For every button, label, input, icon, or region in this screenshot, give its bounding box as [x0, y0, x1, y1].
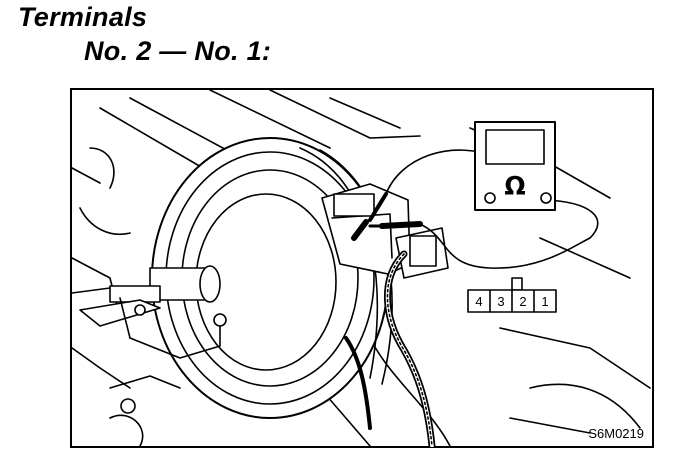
connector-pin-label-4: 4 [475, 294, 482, 309]
connector-pin-label-2: 2 [519, 294, 526, 309]
heading-terminals: Terminals [18, 2, 148, 32]
switch-connector [395, 227, 449, 279]
heading-terminal-pair: No. 2 — No. 1: [84, 36, 272, 66]
connector-pin-label-1: 1 [541, 294, 548, 309]
figure-code: S6M0219 [588, 426, 644, 441]
connector-pin-label-3: 3 [497, 294, 504, 309]
diagram-svg: Ω 4 3 2 1 S6M0219 [70, 88, 654, 448]
ohmmeter [474, 121, 556, 211]
figure-frame: Ω 4 3 2 1 S6M0219 [70, 88, 654, 448]
tester-lead-2 [419, 199, 599, 269]
master-cylinder [71, 265, 227, 414]
wiring-harness [344, 250, 436, 447]
brake-switch-body [321, 183, 411, 275]
tester-probes [351, 192, 423, 241]
connector-pin-diagram [467, 277, 557, 313]
ohm-symbol: Ω [504, 171, 525, 200]
